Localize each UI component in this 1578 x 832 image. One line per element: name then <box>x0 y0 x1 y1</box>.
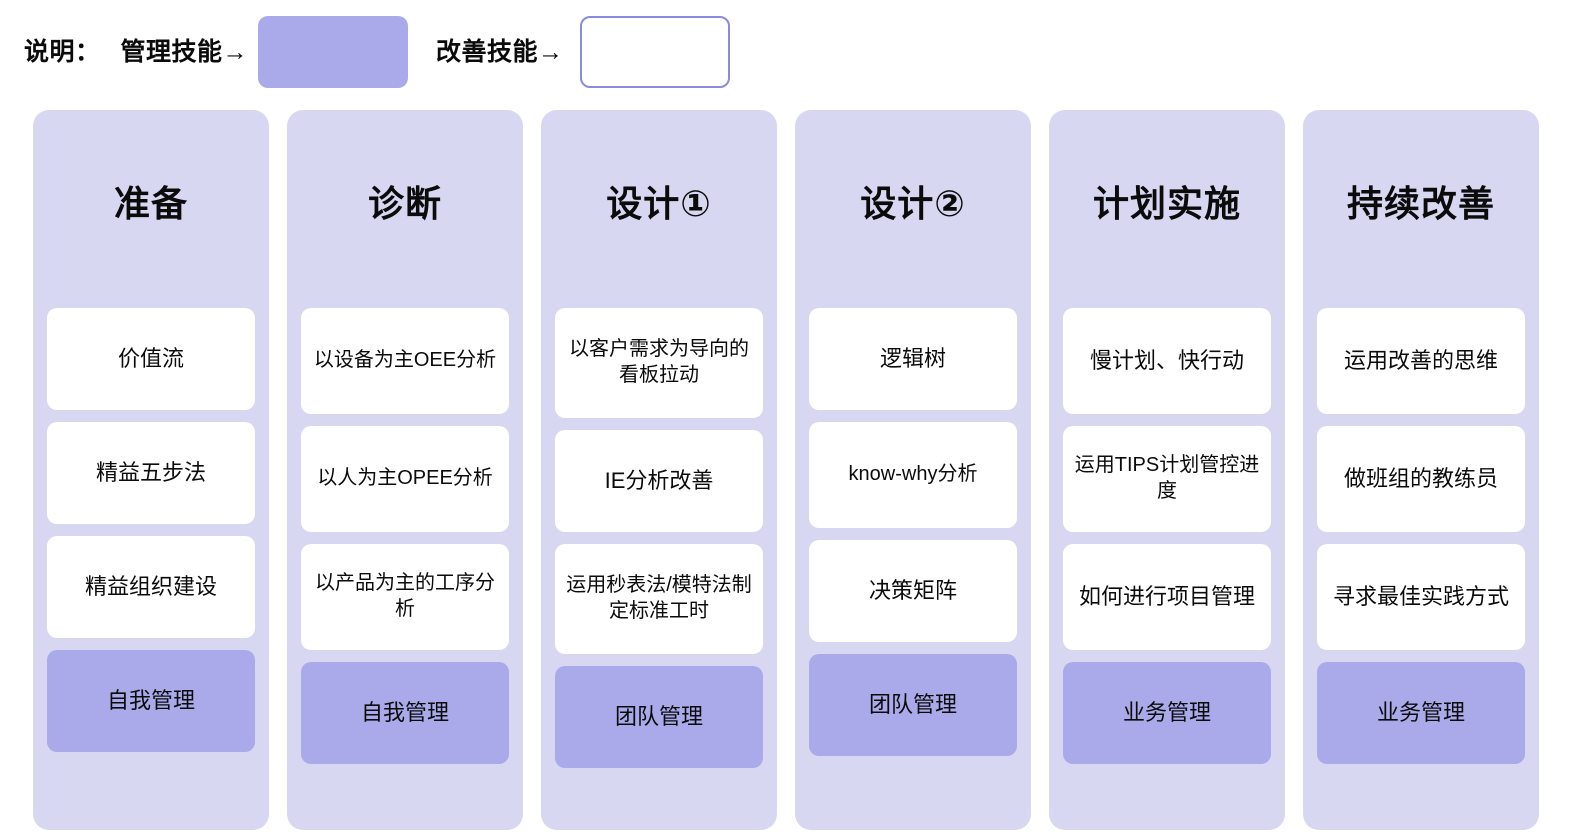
management-skill-card[interactable]: 团队管理 <box>809 654 1017 756</box>
skill-card-list: 慢计划、快行动运用TIPS计划管控进度如何进行项目管理业务管理 <box>1063 308 1271 764</box>
skill-card[interactable]: 以客户需求为导向的看板拉动 <box>555 308 763 418</box>
phase-column: 准备价值流精益五步法精益组织建设自我管理 <box>33 110 269 830</box>
skill-card[interactable]: 以人为主OPEE分析 <box>301 426 509 532</box>
management-skill-card[interactable]: 团队管理 <box>555 666 763 768</box>
phase-column-title: 计划实施 <box>1092 183 1241 224</box>
management-skill-card[interactable]: 业务管理 <box>1063 662 1271 764</box>
skill-card[interactable]: 精益五步法 <box>47 422 255 524</box>
phase-column: 持续改善运用改善的思维做班组的教练员寻求最佳实践方式业务管理 <box>1303 110 1539 830</box>
phase-column-title: 准备 <box>113 183 188 224</box>
skill-card[interactable]: 决策矩阵 <box>809 540 1017 642</box>
skill-card[interactable]: IE分析改善 <box>555 430 763 532</box>
management-skill-card[interactable]: 自我管理 <box>301 662 509 764</box>
legend-management-swatch <box>258 16 409 88</box>
legend-caption: 说明： <box>24 37 101 66</box>
skill-card[interactable]: 精益组织建设 <box>47 536 255 638</box>
skill-card[interactable]: 做班组的教练员 <box>1317 426 1525 532</box>
skill-card[interactable]: 寻求最佳实践方式 <box>1317 544 1525 650</box>
skill-card[interactable]: 以产品为主的工序分析 <box>301 544 509 650</box>
phase-column-title: 设计① <box>606 183 712 224</box>
phase-column: 设计① 以客户需求为导向的看板拉动 IE分析改善运用秒表法/模特法制定标准工时团队管… <box>541 110 777 830</box>
skill-card-list: 逻辑树 know-why分析决策矩阵团队管理 <box>809 308 1017 756</box>
skill-card[interactable]: 慢计划、快行动 <box>1063 308 1271 414</box>
phase-column: 设计② 逻辑树 know-why分析决策矩阵团队管理 <box>795 110 1031 830</box>
phase-column-title: 设计② <box>860 183 966 224</box>
phase-column: 诊断以设备为主OEE分析以人为主OPEE分析以产品为主的工序分析自我管理 <box>287 110 523 830</box>
legend-bar: 说明： 管理技能→ 改善技能→ <box>0 0 1578 104</box>
skill-card[interactable]: 运用改善的思维 <box>1317 308 1525 414</box>
skill-card[interactable]: 运用秒表法/模特法制定标准工时 <box>555 544 763 654</box>
phase-board: 准备价值流精益五步法精益组织建设自我管理诊断以设备为主OEE分析以人为主OPEE… <box>33 110 1545 830</box>
management-skill-card[interactable]: 业务管理 <box>1317 662 1525 764</box>
phase-column-title: 诊断 <box>367 183 442 224</box>
skill-card[interactable]: 逻辑树 <box>809 308 1017 410</box>
skill-card[interactable]: know-why分析 <box>809 422 1017 528</box>
skill-card[interactable]: 运用TIPS计划管控进度 <box>1063 426 1271 532</box>
skill-card-list: 运用改善的思维做班组的教练员寻求最佳实践方式业务管理 <box>1317 308 1525 764</box>
skill-card[interactable]: 价值流 <box>47 308 255 410</box>
legend-management-label: 管理技能→ <box>120 37 249 66</box>
phase-column: 计划实施慢计划、快行动运用TIPS计划管控进度如何进行项目管理业务管理 <box>1049 110 1285 830</box>
skill-card-list: 价值流精益五步法精益组织建设自我管理 <box>47 308 255 752</box>
phase-column-title: 持续改善 <box>1346 183 1495 224</box>
skill-card[interactable]: 以设备为主OEE分析 <box>301 308 509 414</box>
legend-improvement-label: 改善技能→ <box>436 37 564 66</box>
skill-card-list: 以客户需求为导向的看板拉动 IE分析改善运用秒表法/模特法制定标准工时团队管理 <box>555 308 763 768</box>
management-skill-card[interactable]: 自我管理 <box>47 650 255 752</box>
skill-card[interactable]: 如何进行项目管理 <box>1063 544 1271 650</box>
legend-improvement-swatch <box>579 16 730 88</box>
skill-card-list: 以设备为主OEE分析以人为主OPEE分析以产品为主的工序分析自我管理 <box>301 308 509 764</box>
